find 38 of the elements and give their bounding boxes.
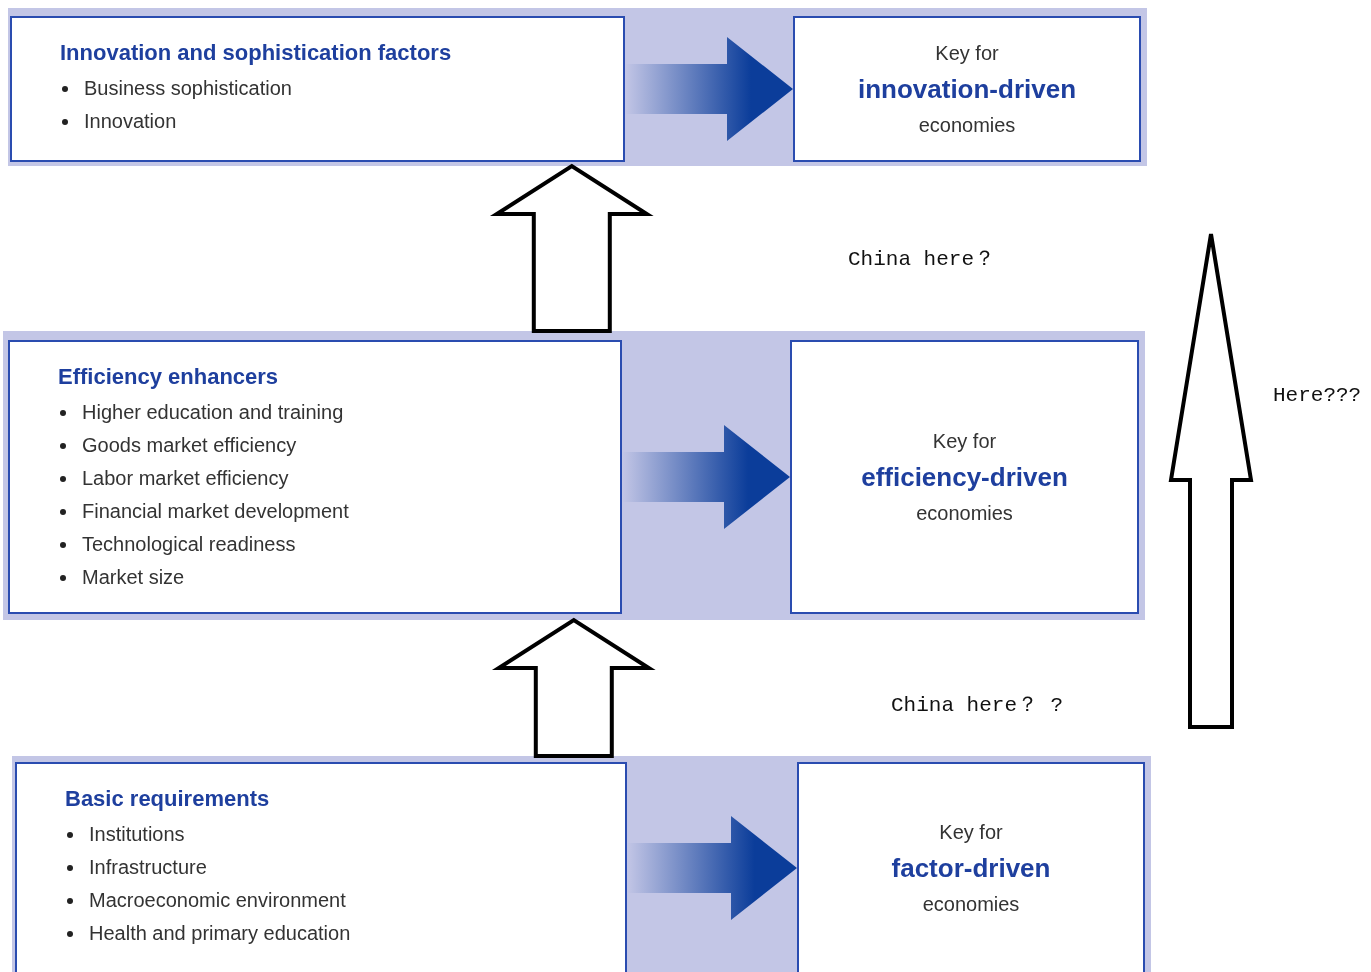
bullet-item: Higher education and training [58,396,610,429]
note-text: Here??? [1273,384,1362,407]
factor-panel [15,762,627,972]
bullet-item: Labor market efficiency [58,462,610,495]
stage-text: economies [916,501,1013,526]
note-text: China here？ [848,247,996,272]
stage-panel [797,762,1145,972]
stage-text: Key for [935,41,999,66]
panel-heading: Efficiency enhancers [58,363,280,391]
stage-name: efficiency-driven [861,461,1068,494]
band-background [12,756,1151,972]
block-arrow [489,163,654,333]
bullet-item: Goods market efficiency [58,429,610,462]
bullet-item: Innovation [60,105,613,138]
bullet-item: Health and primary education [65,917,615,950]
panel-heading: Basic requirements [65,785,271,813]
stage-text: Key for [939,820,1003,845]
stage-panel [793,16,1141,162]
stage-text: Key for [932,429,997,454]
stage-text: economies [918,113,1016,138]
band-background [8,8,1147,166]
bullet-item: Macroeconomic environment [65,884,615,917]
stage-name: factor-driven [891,852,1051,885]
stage-text: economies [922,892,1020,917]
bullet-item: Institutions [65,818,615,851]
note-text: China here？ ? [891,693,1064,718]
factor-panel [8,340,622,614]
bullet-item: Infrastructure [65,851,615,884]
bullet-item: Market size [58,561,610,594]
bullet-item: Financial market development [58,495,610,528]
bullet-item: Technological readiness [58,528,610,561]
panel-heading: Innovation and sophistication factors [60,39,453,67]
block-arrow [491,617,656,758]
band-background [3,331,1145,620]
bullet-item: Business sophistication [60,72,613,105]
stage-panel [790,340,1139,614]
stage-name: innovation-driven [857,73,1077,106]
factor-panel [10,16,625,162]
